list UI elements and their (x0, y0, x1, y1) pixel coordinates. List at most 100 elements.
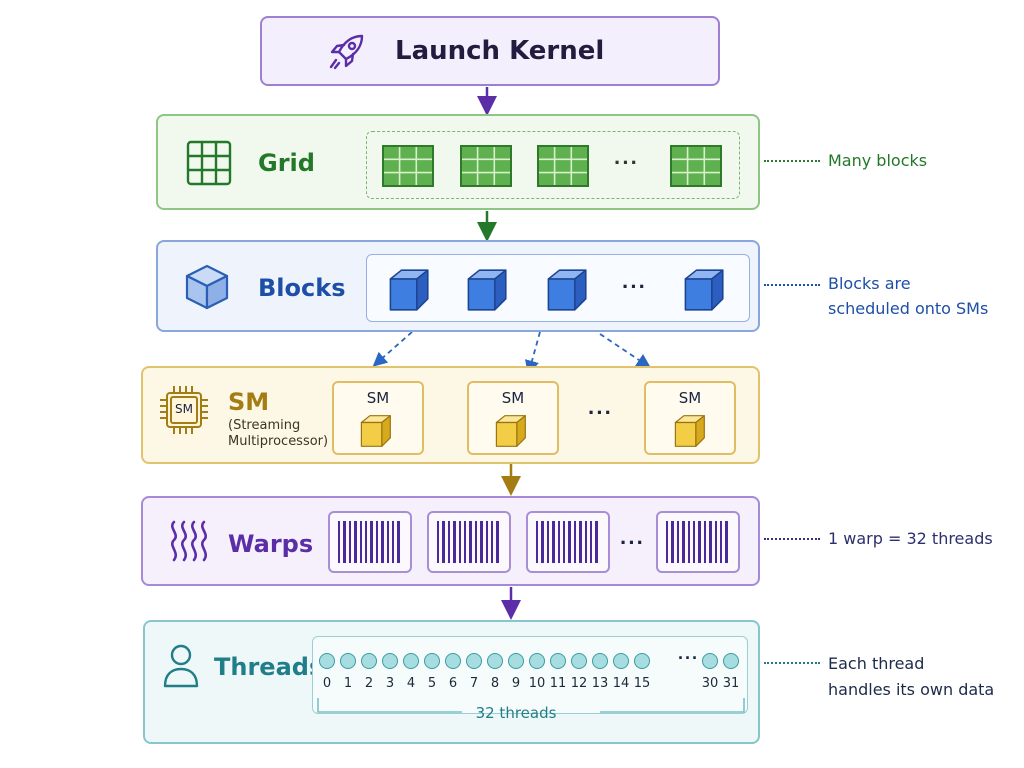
cube-icon (185, 264, 229, 310)
warp-thread-bar (541, 521, 544, 563)
warp-thread-bar (563, 521, 566, 563)
warp-thread-bar (590, 521, 593, 563)
grid-blocks-row (366, 131, 740, 199)
sm-unit-label: SM (501, 389, 525, 407)
warp-thread-bar (381, 521, 384, 563)
chip-icon (160, 386, 208, 434)
warp-thread-bar (474, 521, 478, 563)
warp-thread-bar (709, 521, 712, 563)
thread-index: 4 (406, 676, 416, 691)
chip-label: SM (175, 402, 193, 416)
warp-thread-bar (386, 521, 389, 563)
warp-thread-bar (370, 521, 373, 563)
sm-subtitle-line2: Multiprocessor) (228, 434, 329, 449)
grid-ellipsis: ··· (614, 150, 639, 175)
thread-index: 12 (570, 676, 588, 691)
grid-stage (156, 114, 760, 210)
warps-title: Warps (228, 530, 314, 558)
warp-thread-bar (442, 521, 445, 563)
thread-index: 3 (385, 676, 395, 691)
warp-thread-bar (464, 521, 467, 563)
blocks-note-line2: scheduled onto SMs (828, 299, 989, 318)
arrow-block-to-sm-2 (524, 331, 541, 375)
person-icon (163, 644, 199, 688)
thread-dot (361, 653, 377, 669)
warps-ellipsis: ··· (620, 530, 645, 555)
thread-dot (613, 653, 629, 669)
sm-unit-label: SM (678, 389, 702, 407)
warp-thread-bar (546, 521, 550, 563)
block-cube-icon (467, 269, 507, 311)
thread-dot (702, 653, 718, 669)
thread-index: 7 (469, 676, 479, 691)
blocks-note-line1: Blocks are (828, 274, 911, 293)
threads-note-line1: Each thread (828, 654, 925, 673)
launch-kernel-title: Launch Kernel (395, 36, 605, 66)
sm-block-cube-icon (495, 415, 526, 447)
warp-thread-bar (568, 521, 571, 563)
thread-dot (487, 653, 503, 669)
warp-thread-bar (671, 521, 674, 563)
thread-dot (723, 653, 739, 669)
grid-block-icon (460, 145, 512, 187)
warp-thread-bar (458, 521, 461, 563)
warp-thread-bar (676, 521, 680, 563)
grid-leader (764, 160, 820, 162)
warp-thread-bar (725, 521, 728, 563)
sm-subtitle-line1: (Streaming (228, 418, 301, 433)
warp-thread-bar (579, 521, 582, 563)
wave-icon (171, 520, 207, 562)
sm-block-cube-icon (360, 415, 391, 447)
thread-index: 15 (633, 676, 651, 691)
threads-title: Threads (214, 653, 324, 681)
threads-leader (764, 662, 820, 664)
thread-index: 31 (722, 676, 740, 691)
threads-caption: 32 threads (475, 704, 557, 722)
thread-dot (424, 653, 440, 669)
warp-thread-bar (720, 521, 723, 563)
grid-note: Many blocks (828, 151, 928, 170)
warp-thread-bar (397, 521, 400, 563)
threads-ellipsis: ··· (678, 648, 699, 668)
thread-dot (529, 653, 545, 669)
warp-thread-bar (496, 521, 499, 563)
warps-leader (764, 538, 820, 540)
warp-thread-bar (557, 521, 560, 563)
arrow-block-to-sm-1 (372, 331, 413, 367)
warp-thread-bar (573, 521, 577, 563)
warp-thread-bar (584, 521, 587, 563)
rocket-icon (329, 34, 364, 70)
warp-thread-bar (359, 521, 362, 563)
warp-thread-bar (453, 521, 456, 563)
warp-thread-bar (536, 521, 539, 563)
warp-thread-bar (447, 521, 451, 563)
thread-dot (340, 653, 356, 669)
warp-thread-bar (343, 521, 346, 563)
arrow-block-to-sm-3 (599, 333, 651, 368)
sm-ellipsis: ··· (588, 400, 613, 425)
warp-thread-bar (375, 521, 379, 563)
thread-dot (508, 653, 524, 669)
thread-index: 10 (528, 676, 546, 691)
warp-thread-bar (595, 521, 598, 563)
warp-thread-bar (698, 521, 701, 563)
thread-index: 6 (448, 676, 458, 691)
warp-thread-bar (703, 521, 707, 563)
block-cube-icon (389, 269, 429, 311)
thread-index: 0 (322, 676, 332, 691)
thread-dot (319, 653, 335, 669)
warp-thread-bar (552, 521, 555, 563)
sm-unit-label: SM (366, 389, 390, 407)
warp-thread-bar (491, 521, 494, 563)
thread-dot (382, 653, 398, 669)
warp-thread-bar (714, 521, 717, 563)
thread-index: 1 (343, 676, 353, 691)
warp-thread-bar (354, 521, 357, 563)
sm-block-cube-icon (674, 415, 705, 447)
thread-dot (634, 653, 650, 669)
blocks-leader (764, 284, 820, 286)
warp-thread-bar (666, 521, 669, 563)
grid-title: Grid (258, 149, 315, 177)
sm-title: SM (228, 388, 270, 416)
warp-thread-bar (480, 521, 483, 563)
